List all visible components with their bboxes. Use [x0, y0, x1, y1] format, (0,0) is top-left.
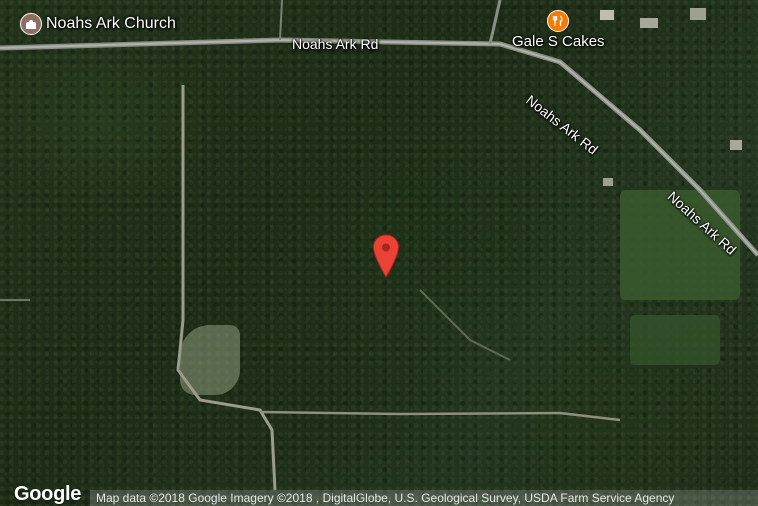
dirt-track-south: [259, 410, 621, 422]
google-logo: Google: [14, 483, 82, 505]
poi-label: Gale S Cakes: [512, 33, 605, 50]
north-lane: [488, 0, 502, 45]
building: [640, 18, 658, 28]
open-field: [620, 190, 740, 300]
church-icon: [20, 13, 42, 35]
poi-gale-s-cakes[interactable]: Gale S Cakes: [512, 10, 605, 50]
building: [730, 140, 742, 150]
restaurant-icon: [547, 10, 570, 32]
sandy-clearing: [180, 325, 240, 395]
faint-track: [419, 289, 511, 361]
building: [600, 10, 614, 20]
dirt-track-west: [176, 85, 277, 491]
poi-noahs-ark-church[interactable]: Noahs Ark Church: [20, 13, 176, 35]
open-field-small: [630, 315, 720, 365]
building: [690, 8, 706, 20]
noahs-ark-rd-main: [0, 37, 758, 257]
north-lane-2: [279, 0, 283, 41]
building: [603, 178, 613, 186]
map-attribution: Map data ©2018 Google Imagery ©2018 , Di…: [90, 490, 758, 506]
location-pin-icon[interactable]: [372, 234, 400, 278]
road-label-main: Noahs Ark Rd: [292, 36, 379, 52]
poi-label: Noahs Ark Church: [46, 15, 176, 32]
